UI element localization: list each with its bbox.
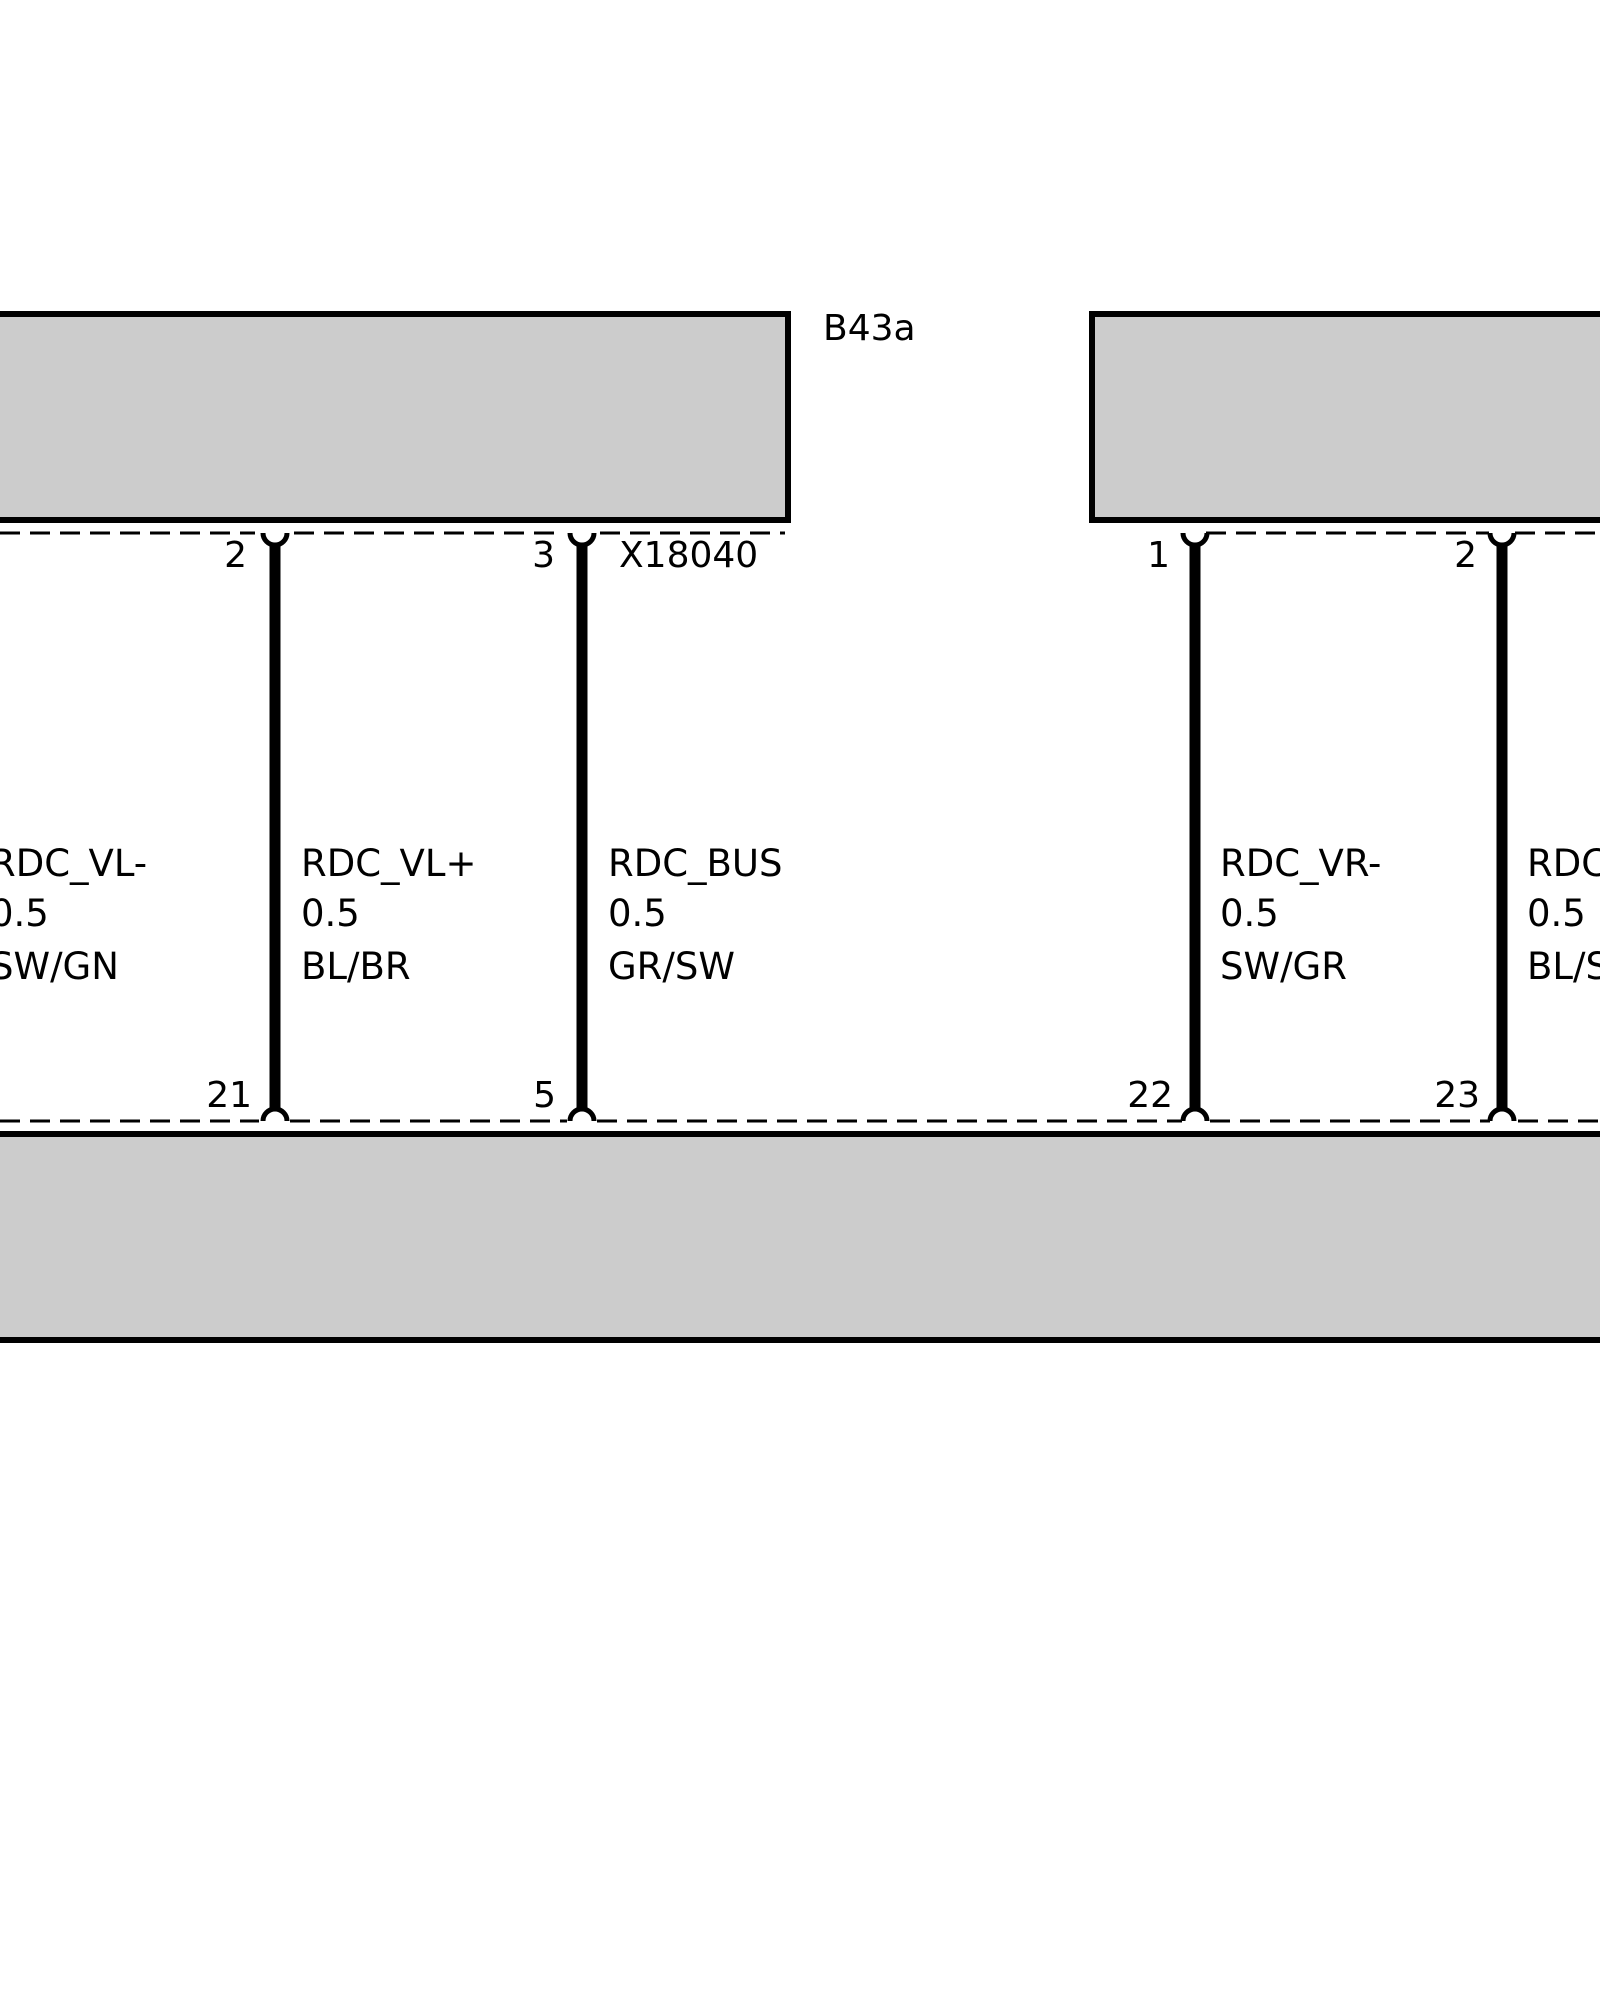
wire-signal-name: RDC_VL+ [301, 842, 476, 885]
wire-color-code: BL/S [1527, 945, 1600, 988]
wire-gauge: 0.5 [1527, 892, 1586, 935]
wire-gauge: 0.5 [1220, 892, 1279, 935]
wire-color-code: BL/BR [301, 945, 411, 988]
bottom-pin-number: 22 [1127, 1075, 1173, 1116]
bottom-pin-number: 23 [1434, 1075, 1480, 1116]
wire-label-rdc-vr-minus: RDC_VR- 0.5 SW/GR [1220, 842, 1381, 988]
wire-label-rdc-right: RDC 0.5 BL/S [1527, 842, 1600, 988]
wire-rdc-vl-plus [260, 532, 290, 1122]
top-pin-number: 2 [224, 535, 247, 576]
wire-rdc-bus [567, 532, 597, 1122]
connector-left-label: X18040 [619, 535, 758, 576]
sensor-left-label: B43a [823, 308, 916, 349]
wire-color-code: SW/GN [0, 945, 119, 988]
top-pin-number: 2 [1454, 535, 1477, 576]
wire-label-rdc-bus: RDC_BUS 0.5 GR/SW [608, 842, 783, 988]
wire-signal-name: RDC_BUS [608, 842, 783, 885]
wire-color-code: GR/SW [608, 945, 735, 988]
wire-color-code: SW/GR [1220, 945, 1347, 988]
top-pin-number: 1 [1147, 535, 1170, 576]
sensor-left-box [0, 311, 791, 523]
wire-gauge: 0.5 [608, 892, 667, 935]
wire-label-rdc-vl-minus: RDC_VL- 0.5 SW/GN [0, 842, 147, 988]
wire-rdc-right [1487, 532, 1517, 1122]
wire-signal-name: RDC [1527, 842, 1600, 885]
bottom-pin-number: 21 [206, 1075, 252, 1116]
bottom-pin-number: 5 [533, 1075, 556, 1116]
wire-gauge: 0.5 [0, 892, 49, 935]
control-unit-box [0, 1131, 1600, 1343]
top-pin-number: 3 [532, 535, 555, 576]
wire-signal-name: RDC_VR- [1220, 842, 1381, 885]
sensor-right-box [1089, 311, 1600, 523]
wire-rdc-vr-minus [1180, 532, 1210, 1122]
wire-label-rdc-vl-plus: RDC_VL+ 0.5 BL/BR [301, 842, 476, 988]
wire-signal-name: RDC_VL- [0, 842, 147, 885]
wire-gauge: 0.5 [301, 892, 360, 935]
